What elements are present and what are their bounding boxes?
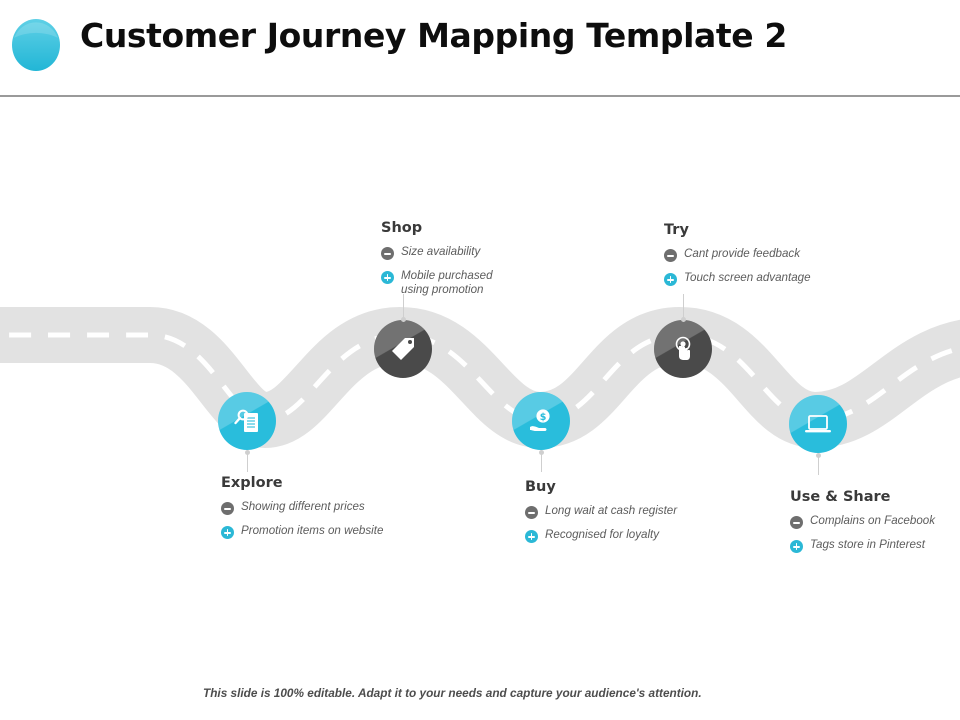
plus-icon bbox=[221, 526, 234, 539]
bullet-row: Cant provide feedback bbox=[664, 247, 811, 262]
stage-node-explore[interactable] bbox=[218, 392, 276, 450]
touch-tap-icon bbox=[675, 336, 691, 360]
bullet-text: Recognised for loyalty bbox=[545, 528, 660, 541]
minus-icon bbox=[381, 247, 394, 260]
price-tag-icon bbox=[392, 338, 414, 360]
stage-node-shop[interactable] bbox=[374, 320, 432, 378]
svg-text:$: $ bbox=[540, 412, 547, 423]
document-search-icon bbox=[234, 409, 258, 432]
sphere-bullet-icon bbox=[10, 18, 62, 72]
stage-node-buy[interactable]: $ bbox=[512, 392, 570, 450]
bullet-row: Mobile purchased using promotion bbox=[381, 269, 493, 297]
hand-holding-money-icon: $ bbox=[530, 409, 550, 431]
minus-icon bbox=[525, 506, 538, 519]
header-divider bbox=[0, 95, 960, 97]
bullet-row: Touch screen advantage bbox=[664, 271, 811, 286]
stage-name-explore: Explore bbox=[221, 475, 283, 491]
bullet-row: Tags store in Pinterest bbox=[790, 538, 935, 553]
stage-name-try: Try bbox=[664, 222, 689, 238]
bullet-row: Showing different prices bbox=[221, 500, 383, 515]
bullet-text: Cant provide feedback bbox=[684, 247, 801, 260]
bullet-text: Complains on Facebook bbox=[810, 514, 936, 527]
bullet-row: Recognised for loyalty bbox=[525, 528, 677, 543]
bullet-text: Mobile purchased using promotion bbox=[401, 269, 493, 296]
minus-icon bbox=[221, 502, 234, 515]
bullet-text: Touch screen advantage bbox=[684, 271, 811, 284]
page-title: Customer Journey Mapping Template 2 bbox=[80, 16, 787, 55]
pin-use-and-share bbox=[816, 453, 821, 475]
stage-node-use-and-share[interactable] bbox=[789, 395, 847, 453]
bullet-row: Size availability bbox=[381, 245, 493, 260]
stage-block-use-and-share: Use & Share Complains on Facebook Tags s… bbox=[790, 489, 935, 562]
stage-block-explore: Explore Showing different prices Promoti… bbox=[221, 475, 383, 548]
plus-icon bbox=[525, 530, 538, 543]
stage-block-buy: Buy Long wait at cash register Recognise… bbox=[525, 479, 677, 552]
pin-explore bbox=[245, 450, 250, 472]
stage-name-use-and-share: Use & Share bbox=[790, 489, 891, 505]
bullet-text: Long wait at cash register bbox=[545, 504, 678, 517]
plus-icon bbox=[790, 540, 803, 553]
editable-note: This slide is 100% editable. Adapt it to… bbox=[203, 686, 702, 700]
bullet-row: Long wait at cash register bbox=[525, 504, 677, 519]
plus-icon bbox=[381, 271, 394, 284]
bullet-row: Complains on Facebook bbox=[790, 514, 935, 529]
bullet-text: Showing different prices bbox=[241, 500, 365, 513]
stage-node-try[interactable] bbox=[654, 320, 712, 378]
pin-shop bbox=[401, 294, 406, 322]
stage-block-shop: Shop Size availability Mobile purchased … bbox=[381, 220, 493, 306]
pin-try bbox=[681, 294, 686, 322]
slide-header: Customer Journey Mapping Template 2 bbox=[0, 0, 960, 97]
bullet-text: Size availability bbox=[401, 245, 481, 258]
stage-name-shop: Shop bbox=[381, 220, 423, 236]
bullet-row: Promotion items on website bbox=[221, 524, 383, 539]
pin-buy bbox=[539, 450, 544, 472]
laptop-icon bbox=[805, 415, 831, 433]
plus-icon bbox=[664, 273, 677, 286]
stage-name-buy: Buy bbox=[525, 479, 556, 495]
bullet-text: Promotion items on website bbox=[241, 524, 384, 537]
stage-block-try: Try Cant provide feedback Touch screen a… bbox=[664, 222, 811, 295]
minus-icon bbox=[664, 249, 677, 262]
bullet-text: Tags store in Pinterest bbox=[810, 538, 925, 551]
minus-icon bbox=[790, 516, 803, 529]
